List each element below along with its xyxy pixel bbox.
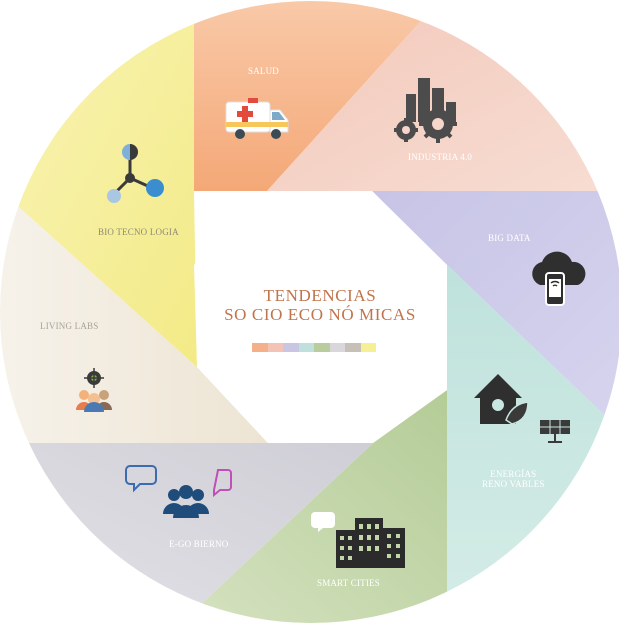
center-octagon xyxy=(194,191,447,443)
segment-livinglabs xyxy=(0,190,268,443)
label-industria: INDUSTRIA 4.0 xyxy=(408,152,473,162)
segment-salud xyxy=(194,1,440,191)
label-livinglabs: LIVING LABS xyxy=(40,321,99,331)
palette-swatch xyxy=(314,343,330,352)
target-people-icon xyxy=(76,368,112,412)
palette-swatch xyxy=(360,343,376,352)
eco-house-solar-icon xyxy=(474,374,570,443)
factory-gears-icon xyxy=(394,78,457,143)
ambulance-icon xyxy=(225,98,289,139)
label-smartcities: SMART CITIES xyxy=(317,578,380,588)
label-biotecnologia: BIO TECNO LOGIA xyxy=(98,227,179,237)
center-title: TENDENCIAS SO CIO ECO NÓ MICAS xyxy=(200,286,440,324)
label-energias-line2: RENO VABLES xyxy=(482,479,545,489)
palette-swatch xyxy=(329,343,345,352)
city-buildings-icon xyxy=(311,512,405,568)
palette-swatch xyxy=(267,343,283,352)
palette-swatch xyxy=(345,343,361,352)
label-salud: SALUD xyxy=(248,66,280,76)
segment-bigdata xyxy=(372,191,619,430)
label-egobierno: E-GO BIERNO xyxy=(169,539,229,549)
palette-swatch xyxy=(283,343,299,352)
palette-swatch xyxy=(252,343,268,352)
molecule-icon xyxy=(107,144,164,203)
label-bigdata: BIG DATA xyxy=(488,233,531,243)
label-energias-line1: ENERGÍAS xyxy=(490,469,537,479)
palette-swatch xyxy=(298,343,314,352)
center-title-line1: TENDENCIAS xyxy=(263,286,377,305)
color-palette-strip xyxy=(252,343,376,352)
center-title-line2: SO CIO ECO NÓ MICAS xyxy=(224,305,416,324)
cloud-phone-icon xyxy=(532,251,586,306)
label-energias: ENERGÍAS RENO VABLES xyxy=(482,469,545,489)
people-chat-icon xyxy=(125,465,232,518)
